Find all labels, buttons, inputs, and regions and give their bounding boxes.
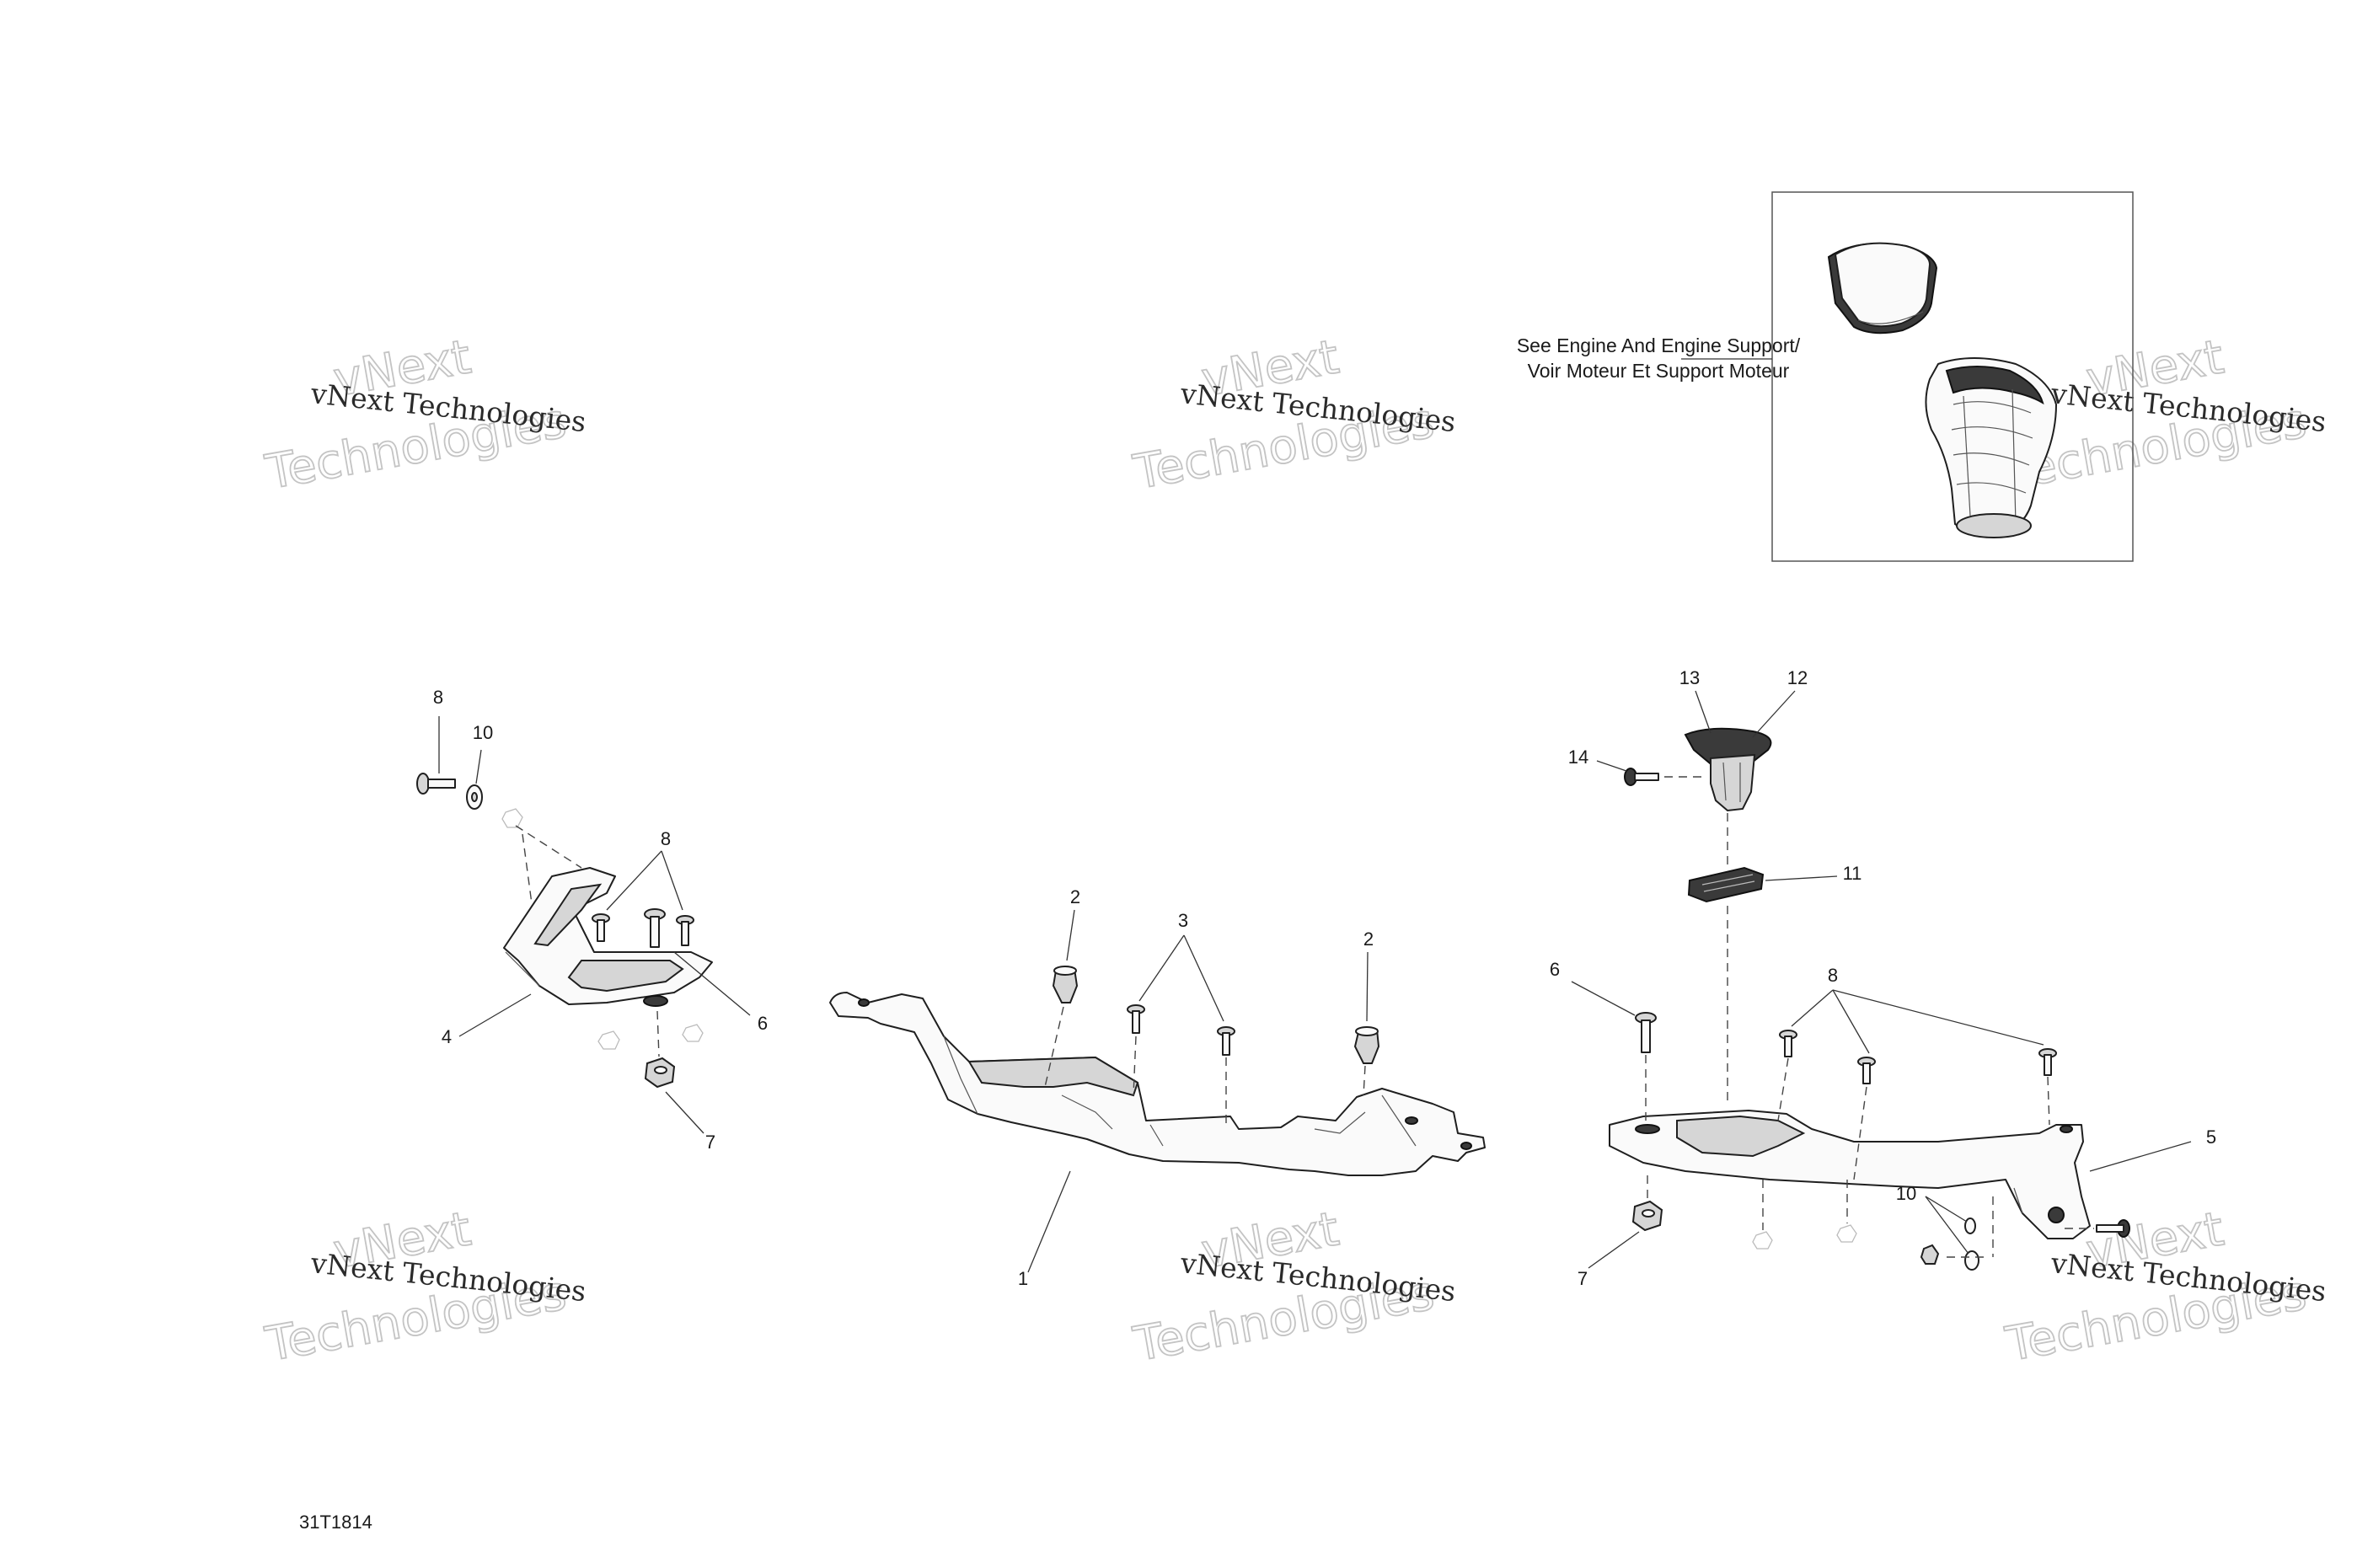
callout-4: 4 xyxy=(442,1026,452,1047)
left-bracket-assembly xyxy=(416,716,751,1134)
inset-rubber-cap xyxy=(1827,242,1938,334)
washer-10-right-b xyxy=(1964,1250,1979,1271)
nut-7-left xyxy=(644,1057,676,1089)
callout-labels: 8 10 8 4 6 7 2 3 2 1 13 12 14 11 6 8 5 1… xyxy=(433,667,2216,1289)
screw-14 xyxy=(1624,768,1659,786)
callout-8-left-top: 8 xyxy=(433,687,443,708)
nut-right-small xyxy=(1920,1244,1940,1265)
right-bracket-assembly xyxy=(1571,690,2192,1271)
clip-2-right xyxy=(1353,1026,1380,1064)
see-engine-note-line2: Voir Moteur Et Support Moteur xyxy=(1528,360,1790,382)
bolt-8-bracket-a xyxy=(592,913,610,942)
wedge-part-12-13 xyxy=(1684,727,1772,812)
callout-13: 13 xyxy=(1679,667,1700,688)
watermark-top-left: vNext Technologies vNext Technologies xyxy=(260,329,587,500)
engine-inset xyxy=(1681,191,2134,562)
bolt-right-side xyxy=(2096,1219,2130,1238)
callout-11: 11 xyxy=(1843,863,1862,884)
watermark-bottom-left: vNext Technologies vNext Technologies xyxy=(260,1201,587,1373)
screw-8-right-a xyxy=(1779,1030,1797,1057)
inset-intake-duct xyxy=(1925,357,2057,538)
inset-frame xyxy=(1771,191,2134,562)
callout-2-right: 2 xyxy=(1363,928,1374,950)
see-engine-note-line1: See Engine And Engine Support/ xyxy=(1517,334,1801,356)
bolt-8-bracket-b xyxy=(676,915,694,946)
watermark-bottom-center: vNext Technologies vNext Technologies xyxy=(1128,1201,1457,1373)
bolt-6-bracket xyxy=(644,908,666,948)
screw-8-right-b xyxy=(1857,1057,1876,1084)
callout-6-left: 6 xyxy=(758,1013,768,1034)
callout-2-left: 2 xyxy=(1070,886,1080,907)
callout-14: 14 xyxy=(1568,747,1588,768)
pad-11 xyxy=(1687,866,1765,903)
nut-7-right xyxy=(1631,1200,1663,1232)
bolt-6-right xyxy=(1635,1012,1657,1053)
screw-8-right-c xyxy=(2038,1048,2057,1076)
callout-3: 3 xyxy=(1178,910,1188,931)
screw-3-right xyxy=(1217,1026,1235,1056)
callout-7-left: 7 xyxy=(705,1132,715,1153)
screw-3-left xyxy=(1127,1004,1145,1034)
callout-1: 1 xyxy=(1018,1268,1028,1289)
callout-10-left: 10 xyxy=(473,722,493,743)
support-part-1 xyxy=(829,992,1486,1176)
washer-10-right-a xyxy=(1964,1217,1976,1234)
callout-7-right: 7 xyxy=(1578,1268,1588,1289)
bolt-8-left xyxy=(416,773,456,795)
watermark-top-center: vNext Technologies vNext Technologies xyxy=(1128,329,1457,500)
callout-6-right: 6 xyxy=(1550,959,1560,980)
callout-5: 5 xyxy=(2206,1126,2216,1148)
callout-8-right: 8 xyxy=(1828,965,1838,986)
clip-2-left xyxy=(1052,966,1079,1003)
center-support-assembly xyxy=(829,909,1486,1273)
callout-12: 12 xyxy=(1787,667,1808,688)
diagram-reference-code: 31T1814 xyxy=(299,1512,372,1533)
callout-8-left-bracket: 8 xyxy=(661,828,671,849)
callout-10-right: 10 xyxy=(1896,1183,1916,1204)
